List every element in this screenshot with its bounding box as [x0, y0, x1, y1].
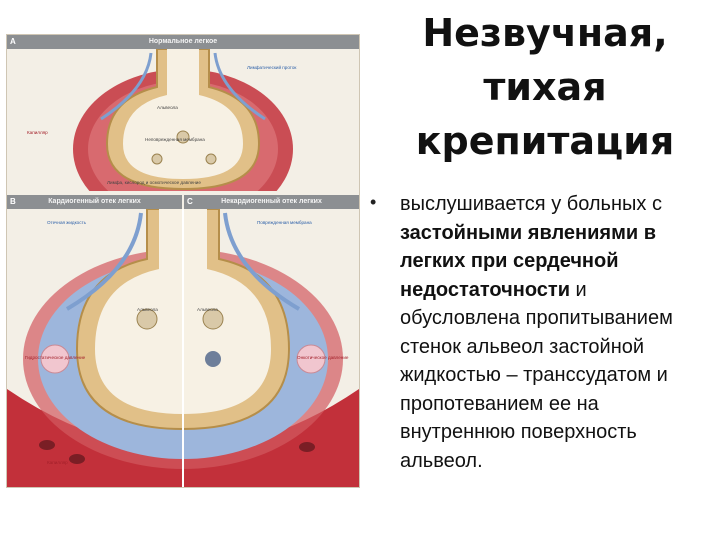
label-b-hydrostatic: Гидростатическое давление	[25, 355, 85, 360]
label-b-right-alveolus: Альвеола	[197, 307, 218, 312]
label-a-alveolus: Альвеола	[157, 105, 178, 110]
label-b-damaged-membrane: Поврежденная мембрана	[257, 220, 312, 225]
label-b-edema-fluid: Отечная жидкость	[47, 220, 86, 225]
bullet-text-part-2: и обусловлена пропитыванием стенок альве…	[400, 279, 673, 472]
label-a-membrane: Неповрежденная мембрана	[145, 137, 205, 142]
label-a-lymph: Лимфатический проток	[247, 65, 296, 70]
slide-title-line-3: крепитация	[390, 114, 700, 168]
bullet-marker: •	[370, 192, 376, 213]
bullet-text-bold: застойными явлениями в легких при сердеч…	[400, 222, 656, 301]
panel-a-illustration	[7, 49, 359, 191]
label-b-oncotic: Онкотическое давление	[297, 355, 348, 360]
bullet-text-part-1: выслушивается у больных с	[400, 193, 662, 215]
label-a-capillary: Капилляр	[27, 130, 48, 135]
label-b-capillary: Капилляр	[47, 460, 68, 465]
lung-edema-figure: Нормальное легкое A Альвеола Неповрежден…	[6, 34, 360, 488]
label-b-left-alveolus: Альвеола	[137, 307, 158, 312]
slide-title: Незвучная, тихая крепитация	[390, 6, 700, 168]
panel-b-letter: B	[10, 197, 16, 206]
panel-c-letter: C	[187, 197, 193, 206]
slide-title-line-2: тихая	[390, 60, 700, 114]
label-a-bottom-caption: Лимфа, кислород и осмотическое давление	[107, 180, 201, 185]
bullet-item: выслушивается у больных с застойными явл…	[400, 190, 710, 475]
slide-title-line-1: Незвучная,	[390, 6, 700, 60]
panel-b-illustration	[7, 209, 359, 487]
panel-a-letter: A	[10, 37, 16, 46]
panel-b-header-left: Кардиогенный отек легких	[7, 195, 182, 209]
panel-a-header: Нормальное легкое	[7, 35, 359, 49]
panel-b-header-right: Некардиогенный отек легких	[184, 195, 359, 209]
